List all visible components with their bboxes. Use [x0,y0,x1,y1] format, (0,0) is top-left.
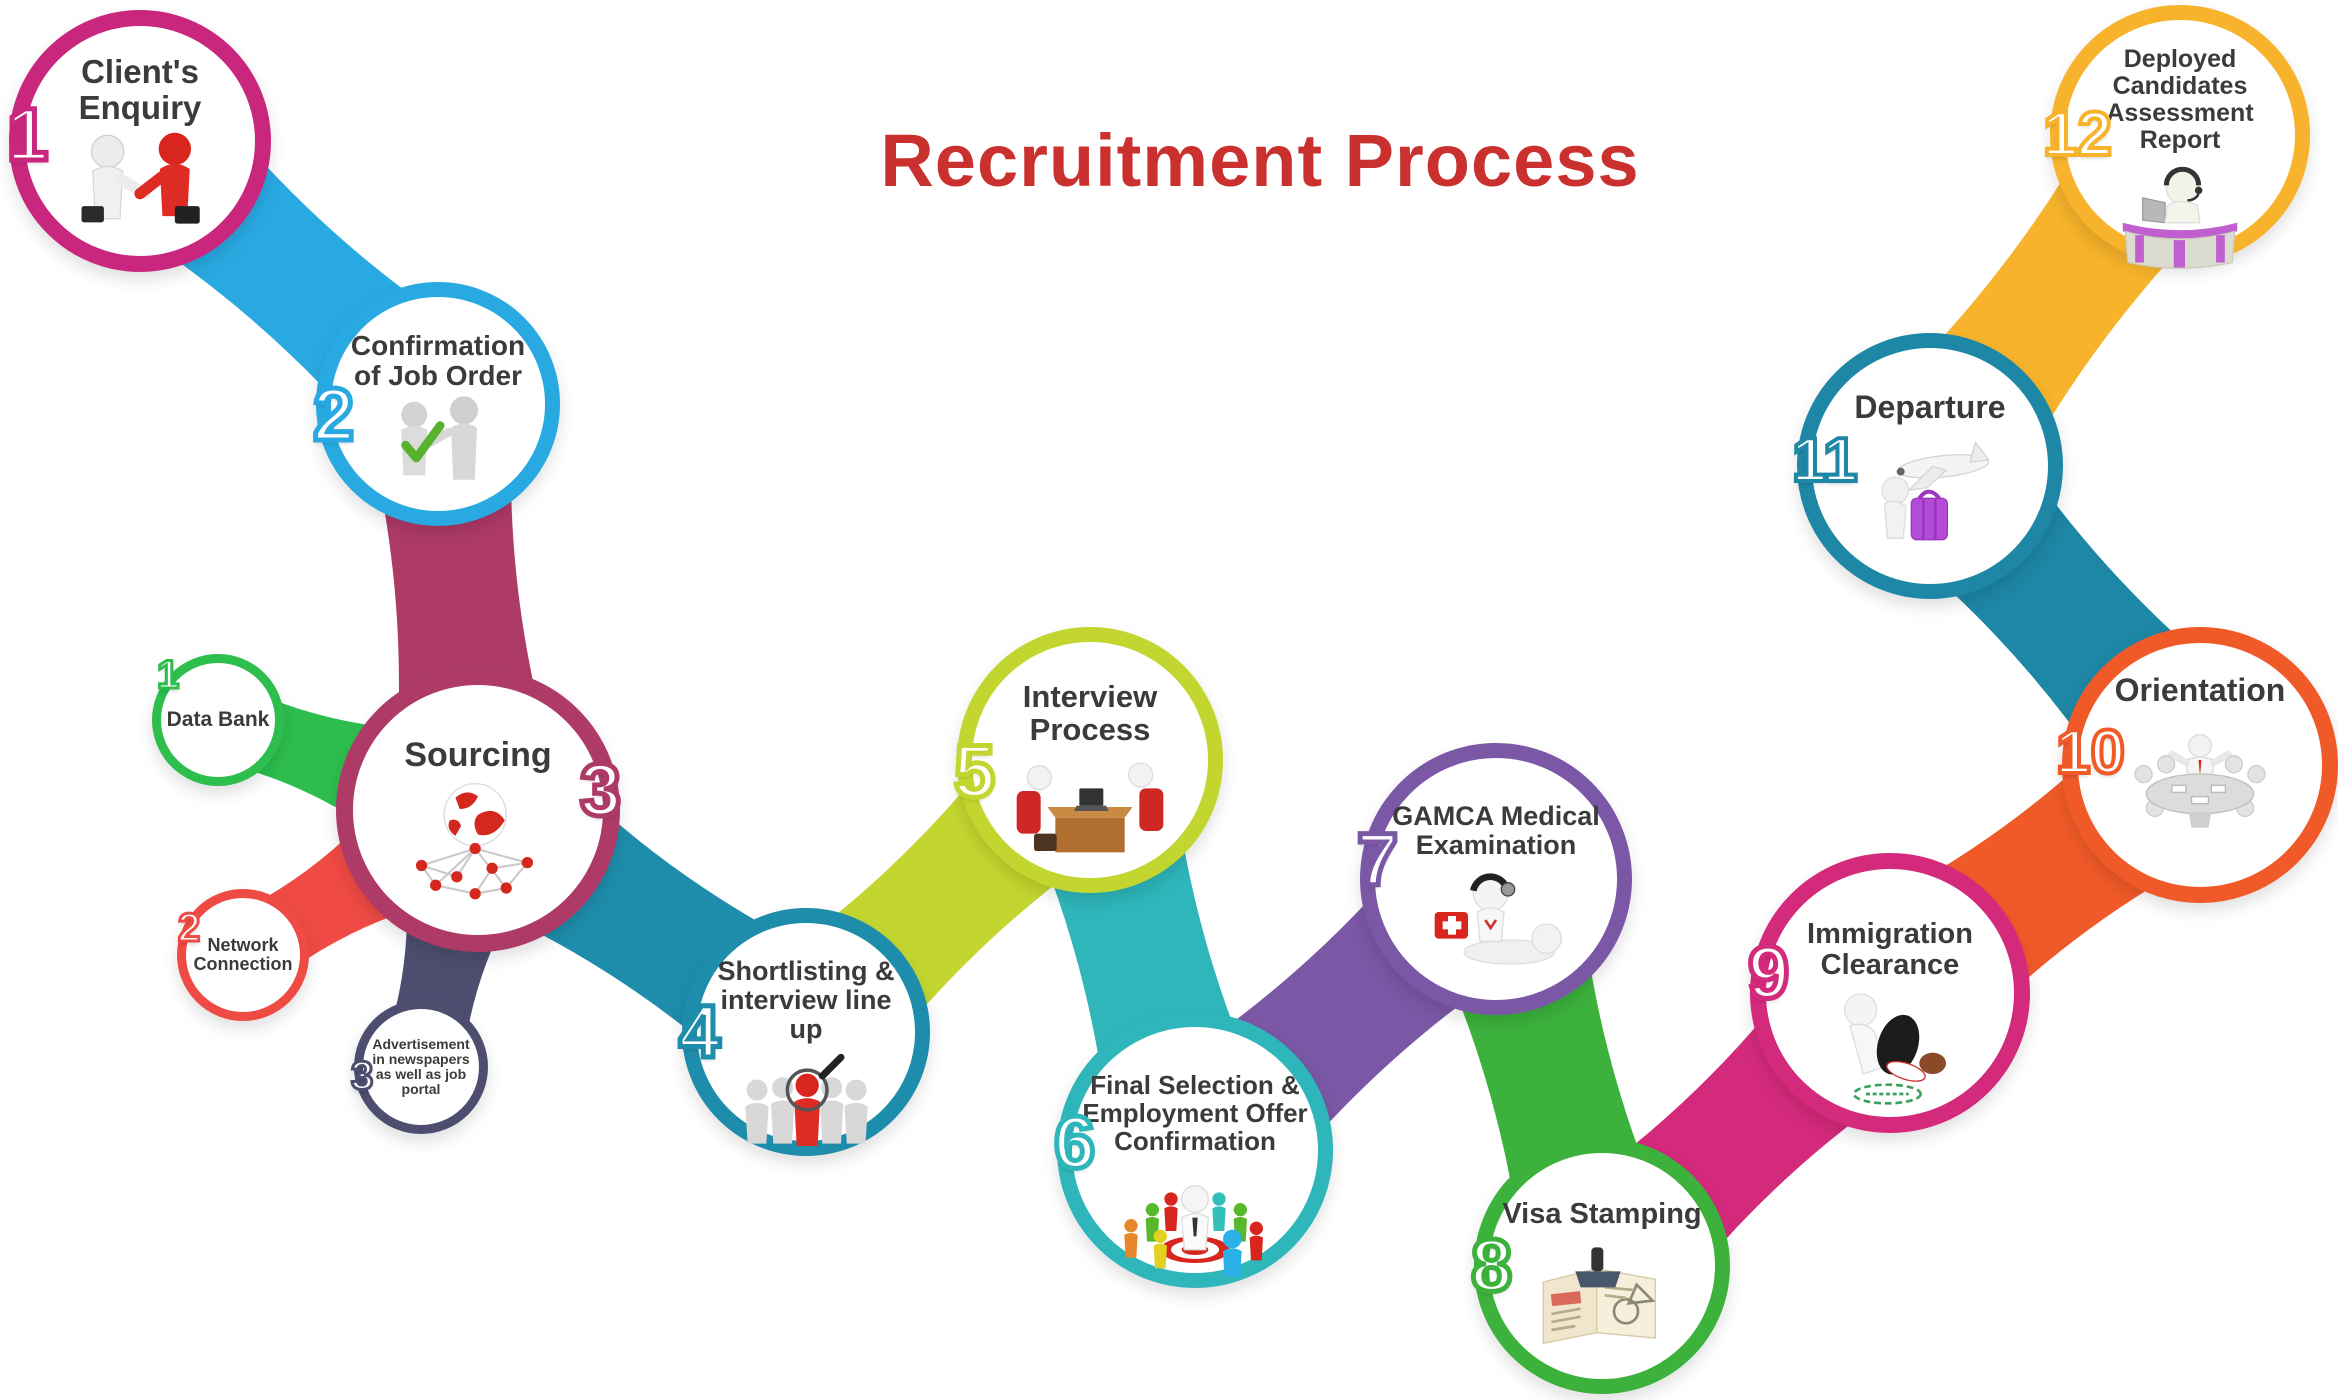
page-title: Recruitment Process [880,119,1640,202]
step-10-label: Orientation [2114,672,2286,708]
step-12-number: 12 [2041,100,2114,169]
satellite-advertisement-circle: 3 Advertisement in newspapers as well as… [349,1000,488,1134]
step-4-number: 4 [676,990,722,1073]
step-12-circle: 12 Deployed Candidates Assessment Report [2041,5,2310,269]
step-5-number: 5 [951,729,997,813]
step-4-label: Shortlisting & interview line up [717,956,895,1045]
step-9-number: 9 [1745,931,1791,1015]
satellite-data-bank-circle: 1 Data Bank [152,654,284,786]
step-7-circle: 7 GAMCA Medical Examination [1354,743,1632,1015]
satellite-3-label: Advertisement in newspapers as well as j… [372,1035,470,1098]
step-9-circle: 9 Immigration Clearance [1745,853,2030,1133]
agreement-check-icon [373,395,503,493]
step-3-number: 3 [577,748,623,831]
selection-target-icon [1115,1159,1275,1279]
step-5-circle: 5 Interview Process [951,627,1223,893]
helpdesk-icon [2105,158,2255,270]
satellite-2-number: 2 [176,906,201,950]
satellite-3-number: 3 [349,1054,374,1099]
step-3-label: Sourcing [404,736,552,774]
step-12-label: Deployed Candidates Assessment Report [2106,45,2254,154]
step-11-number: 11 [1790,426,1860,496]
step-7-number: 7 [1354,817,1400,901]
interview-desk-icon [1010,751,1170,871]
medical-exam-icon [1416,864,1576,984]
satellite-network-connection-circle: 2 Network Connection [176,889,309,1021]
step-1-label: Client's Enquiry [78,53,202,126]
satellite-1-label: Data Bank [166,707,270,731]
roundtable-icon [2115,712,2285,839]
handshake-icon [65,129,215,241]
satellite-1-number: 1 [155,653,180,697]
step-3-circle: 3 Sourcing [336,668,624,952]
step-2-circle: 2 Confirmation of Job Order [310,282,560,526]
step-1-circle: 1 Client's Enquiry [4,10,271,272]
step-11-label: Departure [1854,389,2006,425]
step-5-label: Interview Process [1022,679,1158,748]
step-9-label: Immigration Clearance [1807,918,1973,982]
step-7-label: GAMCA Medical Examination [1392,801,1600,861]
step-10-number: 10 [2054,717,2127,787]
step-8-number: 8 [1468,1224,1514,1307]
step-8-circle: 8 Visa Stamping [1468,1138,1730,1394]
step-6-label: Final Selection & Employment Offer Confi… [1082,1070,1308,1157]
step-6-circle: 6 Final Selection & Employment Offer Con… [1051,1012,1333,1288]
step-11-circle: 11 Departure [1790,333,2063,599]
step-2-number: 2 [310,372,356,456]
approved-stamp-icon [1810,986,1970,1106]
step-2-label: Confirmation of Job Order [350,330,526,392]
step-10-circle: 10 Orientation [2054,627,2338,903]
globe-network-icon [393,778,563,905]
step-1-number: 1 [4,93,50,177]
satellite-2-label: Network Connection [193,934,293,974]
shortlist-magnifier-icon [736,1048,876,1153]
step-4-circle: 4 Shortlisting & interview line up [676,908,930,1156]
airplane-suitcase-icon [1850,429,2010,549]
passport-stamp-icon [1522,1234,1682,1354]
step-8-label: Visa Stamping [1502,1198,1702,1230]
step-6-number: 6 [1051,1100,1097,1184]
